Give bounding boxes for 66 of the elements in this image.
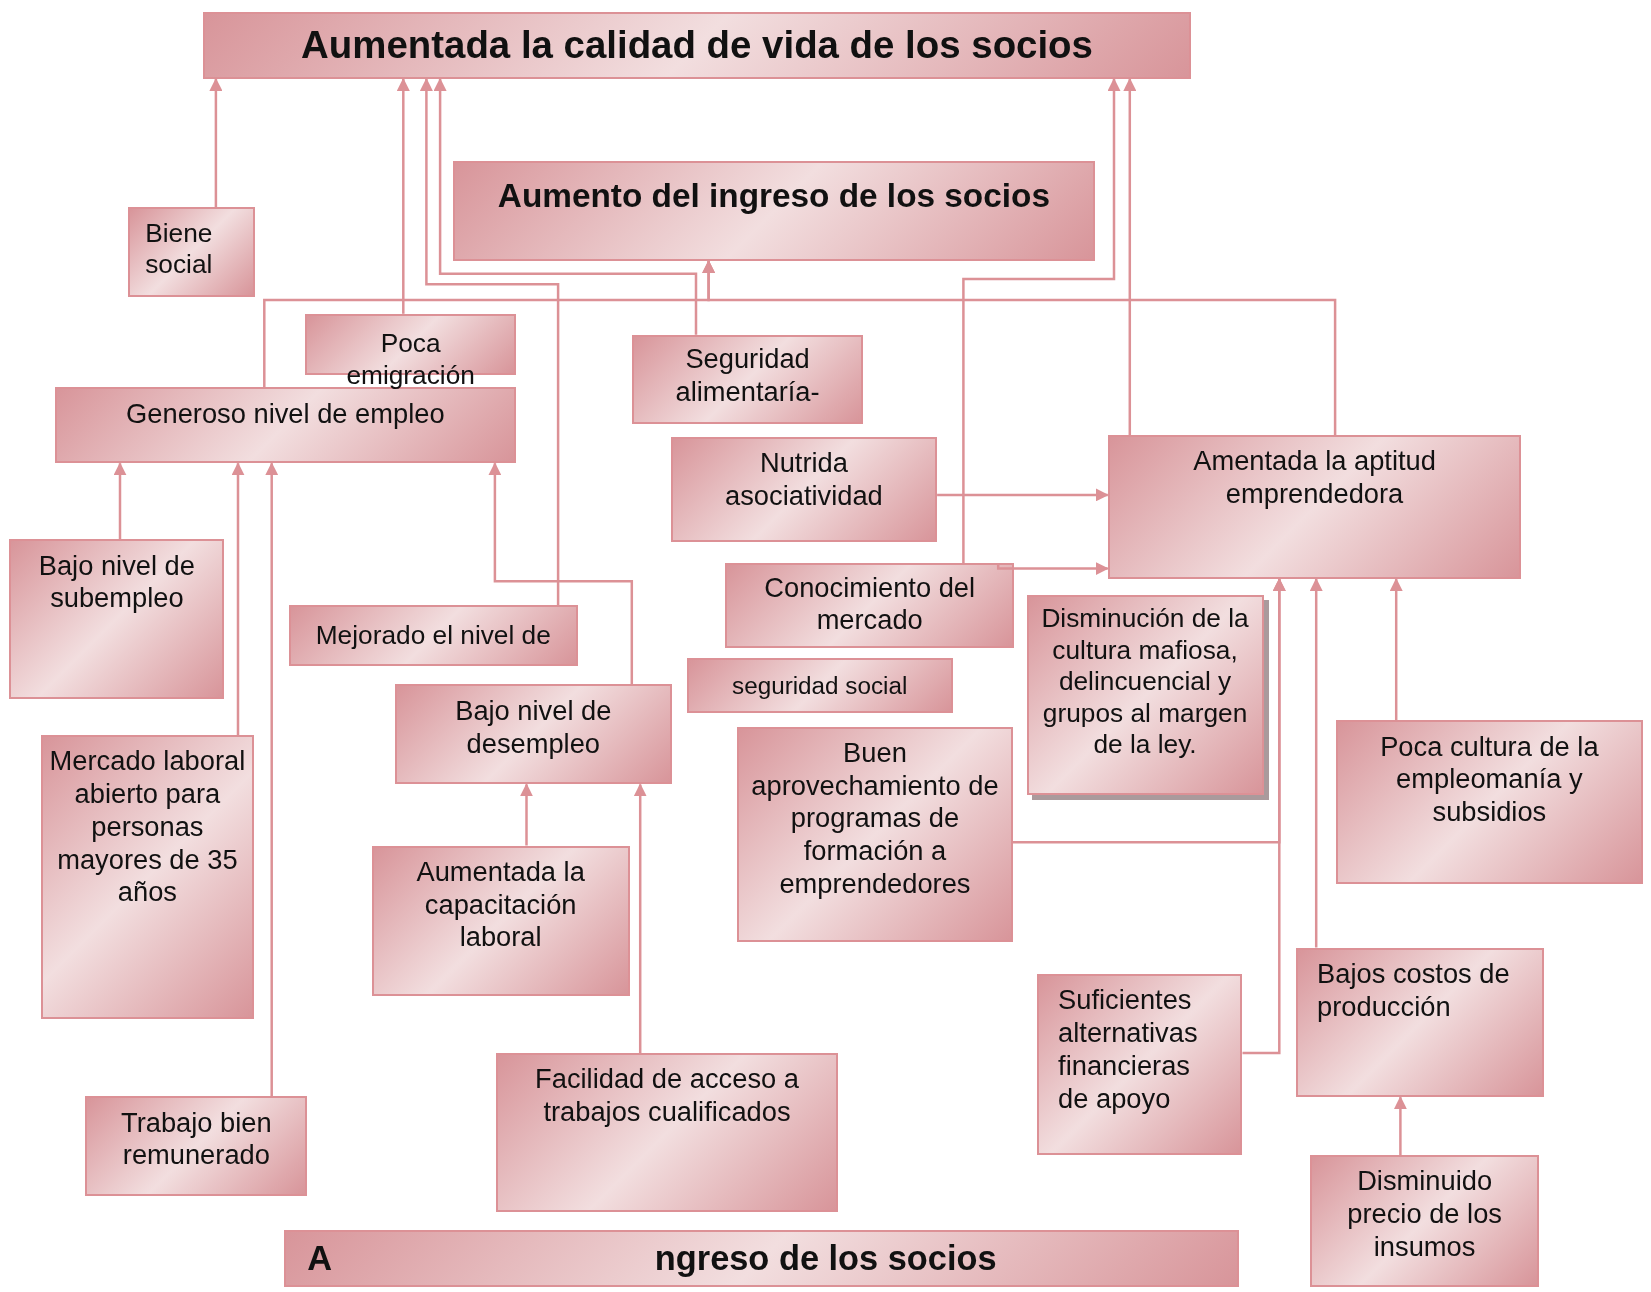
box-text: Disminución de la cultura mafiosa, delincuencial y grupos al margen de la ley. <box>1040 603 1250 761</box>
cause-effect-box <box>128 207 255 297</box>
box-text: Bajo nivel de subempleo <box>37 549 196 615</box>
arrow <box>1309 578 1323 948</box>
box-text: Amentada la aptitud emprendedora <box>1192 445 1437 511</box>
box-text: Buen aprovechamiento de programas de formación a emprendedores <box>750 736 1000 901</box>
box-text: Disminuido precio de los insumos <box>1346 1165 1503 1264</box>
cause-effect-box <box>54 387 516 464</box>
box-text: Bajos costos de producción <box>1317 958 1511 1024</box>
arrow <box>520 783 533 846</box>
arrow <box>1393 1096 1407 1156</box>
box-text: A <box>307 1237 333 1279</box>
arrow <box>633 783 647 1053</box>
cause-effect-box <box>686 658 953 713</box>
cause-effect-box <box>85 1096 308 1197</box>
arrow <box>265 462 279 1097</box>
box-text: Generoso nivel de empleo <box>126 397 445 431</box>
arrow <box>1123 77 1137 435</box>
cause-effect-box <box>631 334 864 425</box>
box-text: Mejorado el nivel de <box>315 620 551 652</box>
box-text: Biene social <box>145 217 214 281</box>
arrow <box>1389 578 1403 721</box>
box-text: Bajo nivel de desempleo <box>454 694 613 761</box>
cause-effect-box <box>725 563 1014 648</box>
cause-effect-box <box>1037 973 1243 1156</box>
arrow <box>702 260 1337 435</box>
box-text: Nutrida asociatividad <box>724 447 884 513</box>
cause-effect-box <box>1336 720 1643 885</box>
box-text: Aumentada la capacitación laboral <box>415 855 586 955</box>
box-text: Conocimiento del mercado <box>763 571 977 638</box>
box-text: Seguridad alimentaría- <box>674 343 821 409</box>
arrow <box>433 77 698 335</box>
cause-effect-box <box>288 605 579 667</box>
arrow <box>996 562 1109 576</box>
box-text: Trabajo bien remunerado <box>120 1106 273 1172</box>
cause-effect-box <box>394 684 672 785</box>
box-text: Facilidad de acceso a trabajos cualificados <box>534 1063 800 1129</box>
arrow <box>209 77 223 208</box>
arrow <box>231 462 245 735</box>
arrow <box>488 462 634 685</box>
arrow <box>962 77 1121 564</box>
box-text: Mercado laboral abierto para personas mayores de 35 años <box>49 745 246 910</box>
box-text: Poca cultura de la empleomanía y subsidios <box>1379 730 1600 829</box>
cause-effect-box <box>737 726 1013 943</box>
cause-effect-box <box>1107 434 1522 580</box>
box-text: seguridad social <box>732 670 908 700</box>
cause-effect-box <box>1309 1155 1540 1287</box>
box-text: Suficientes alternativas financieras de apoyo <box>1058 984 1199 1116</box>
cause-effect-box <box>284 1229 1240 1287</box>
cause-effect-box <box>371 845 630 997</box>
cause-effect-box <box>495 1052 839 1212</box>
box-text: Aumento del ingreso de los socios <box>497 175 1050 216</box>
arrow <box>113 462 127 540</box>
arrow <box>396 77 410 314</box>
box-text: Poca emigración <box>345 328 476 392</box>
arrow <box>937 488 1109 502</box>
cause-effect-box <box>452 161 1096 262</box>
cause-effect-box <box>203 11 1191 79</box>
arrow <box>1242 578 1286 1055</box>
box-text: ngreso de los socios <box>654 1237 997 1279</box>
cause-effect-box <box>670 436 938 543</box>
cause-effect-box <box>41 734 254 1020</box>
arrow <box>419 77 560 606</box>
cause-effect-box <box>1296 947 1544 1098</box>
box-text: Aumentada la calidad de vida de los socios <box>301 22 1093 68</box>
cause-effect-box <box>9 539 225 700</box>
